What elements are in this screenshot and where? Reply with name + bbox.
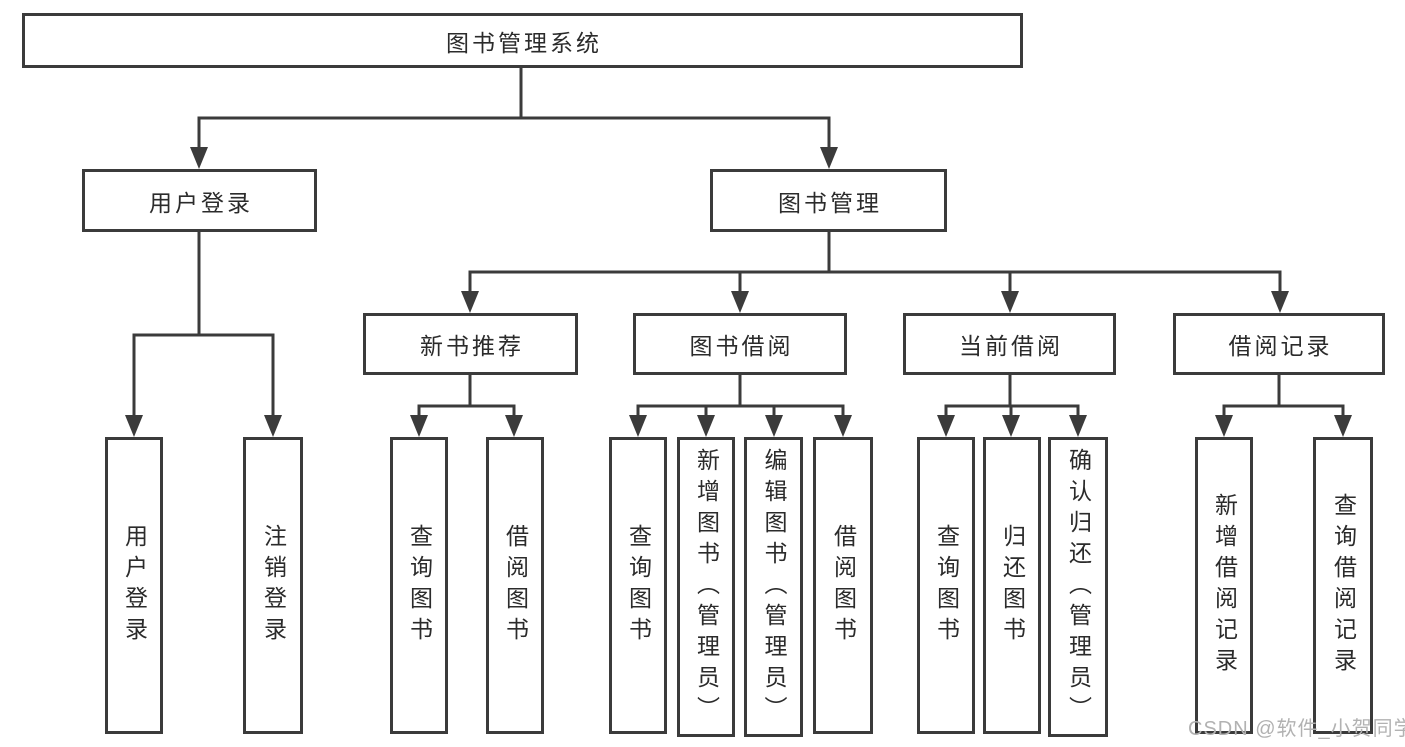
- node-label: 查询借阅记录: [1330, 492, 1357, 679]
- connector-current-borrowing-children: [944, 375, 1080, 418]
- leaf-user-login: 用户登录: [105, 437, 163, 734]
- node-label: 图书借阅: [689, 333, 794, 359]
- node-label: 用户登录: [121, 523, 148, 648]
- node-label: 借阅图书: [502, 523, 529, 648]
- leaf-add-book-admin: 新增图书（管理员）: [677, 437, 735, 737]
- leaf-add-borrow-record: 新增借阅记录: [1195, 437, 1253, 734]
- node-current-borrowing: 当前借阅: [903, 313, 1116, 375]
- arrowhead-leaf-query-books-2: [629, 415, 647, 437]
- node-label: 注销登录: [260, 523, 287, 648]
- leaf-confirm-return-admin: 确认归还（管理员）: [1048, 437, 1108, 737]
- node-label: 查询图书: [933, 523, 960, 648]
- node-label: 借阅记录: [1228, 333, 1333, 359]
- node-label: 查询图书: [625, 523, 652, 648]
- arrowhead-book-management: [820, 147, 838, 169]
- node-book-management: 图书管理: [710, 169, 947, 232]
- node-book-borrowing: 图书借阅: [633, 313, 847, 375]
- node-label: 确认归还（管理员）: [1065, 447, 1092, 727]
- connector-borrowing-records-children: [1222, 375, 1345, 418]
- arrowhead-leaf-user-login: [125, 415, 143, 437]
- node-user-login: 用户登录: [82, 169, 317, 232]
- node-label: 新书推荐: [420, 333, 524, 359]
- arrowhead-borrowing-records: [1271, 291, 1289, 313]
- arrowhead-leaf-borrow-books-1: [505, 415, 523, 437]
- leaf-logout: 注销登录: [243, 437, 303, 734]
- node-label: 编辑图书（管理员）: [761, 447, 787, 727]
- node-label: 归还图书: [999, 523, 1026, 648]
- leaf-return-book: 归还图书: [983, 437, 1041, 734]
- arrowhead-leaf-confirm-return: [1069, 415, 1087, 437]
- node-label: 用户登录: [149, 189, 253, 216]
- connector-user-login-children: [132, 232, 275, 417]
- arrowhead-leaf-add-book: [697, 415, 715, 437]
- arrowhead-user-login: [190, 147, 208, 169]
- node-label: 新增借阅记录: [1211, 492, 1238, 679]
- node-label: 新增图书（管理员）: [693, 447, 720, 727]
- leaf-borrow-books-2: 借阅图书: [813, 437, 873, 734]
- arrowhead-new-book-recommendation: [461, 291, 479, 313]
- arrowhead-leaf-edit-book: [765, 415, 783, 437]
- arrowhead-leaf-logout: [264, 415, 282, 437]
- node-label: 借阅图书: [830, 523, 857, 648]
- arrowhead-leaf-borrow-books-2: [834, 415, 852, 437]
- arrowhead-leaf-query-borrow-record: [1334, 415, 1352, 437]
- arrowhead-leaf-return-book: [1002, 415, 1020, 437]
- node-borrowing-records: 借阅记录: [1173, 313, 1385, 375]
- arrowhead-leaf-add-borrow-record: [1215, 415, 1233, 437]
- leaf-query-books-current: 查询图书: [917, 437, 975, 734]
- leaf-query-books-recommendation: 查询图书: [390, 437, 448, 734]
- arrowhead-leaf-query-books-3: [937, 415, 955, 437]
- leaf-query-borrow-record: 查询借阅记录: [1313, 437, 1373, 734]
- node-label: 图书管理系统: [446, 29, 602, 56]
- node-label: 当前借阅: [959, 333, 1063, 359]
- node-library-management-system: 图书管理系统: [22, 13, 1023, 68]
- connector-root-to-level2: [197, 68, 831, 150]
- node-label: 图书管理: [778, 189, 882, 216]
- node-new-book-recommendation: 新书推荐: [363, 313, 578, 375]
- watermark: CSDN @软件_小贺同学: [1188, 718, 1405, 740]
- leaf-query-books-borrowing: 查询图书: [609, 437, 667, 734]
- arrowhead-leaf-query-books-1: [410, 415, 428, 437]
- leaf-edit-book-admin: 编辑图书（管理员）: [744, 437, 803, 737]
- node-label: 查询图书: [406, 523, 433, 648]
- connector-book-borrowing-children: [636, 375, 845, 418]
- arrowhead-current-borrowing: [1001, 291, 1019, 313]
- connector-new-book-recommendation-children: [417, 375, 516, 418]
- connector-book-management-children: [468, 232, 1282, 293]
- leaf-borrow-books-recommendation: 借阅图书: [486, 437, 544, 734]
- arrowhead-book-borrowing: [731, 291, 749, 313]
